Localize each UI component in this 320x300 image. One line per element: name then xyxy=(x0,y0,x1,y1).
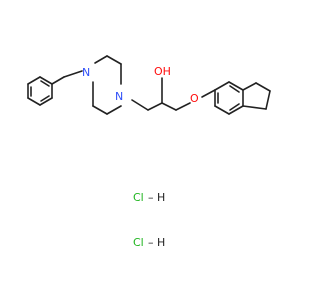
bond xyxy=(255,82,271,92)
benzyl-ring xyxy=(27,76,53,106)
bond xyxy=(175,102,191,111)
bond xyxy=(242,82,257,91)
chlorine-label: Cl xyxy=(133,191,144,204)
nitrogen-atom-label: N xyxy=(82,66,90,79)
piperazine-ring xyxy=(92,55,122,115)
hydroxyl-label: OH xyxy=(154,65,171,78)
bond xyxy=(27,76,41,85)
bond xyxy=(265,90,271,110)
bond xyxy=(214,105,230,115)
bond xyxy=(63,70,83,78)
double-bond xyxy=(40,95,50,102)
oxygen-atom-label: O xyxy=(190,92,199,105)
bond-dash: – xyxy=(148,236,154,249)
bond xyxy=(92,105,108,115)
bond xyxy=(51,76,65,85)
propanol-chain xyxy=(131,77,191,111)
bond xyxy=(228,105,244,115)
indane-cyclopentane-ring xyxy=(242,82,271,110)
hydrogen-label: H xyxy=(157,191,165,204)
double-bond xyxy=(229,85,240,93)
hydrogen-label: H xyxy=(157,236,165,249)
bond xyxy=(228,81,244,91)
bond xyxy=(131,99,149,111)
bond xyxy=(201,89,216,98)
bond xyxy=(27,97,41,106)
nitrogen-atom-label: N xyxy=(115,90,123,103)
double-bond xyxy=(40,80,50,87)
molecule-drawing: N N OH O Cl – H Cl – H xyxy=(27,55,271,249)
bond xyxy=(94,55,108,64)
bond xyxy=(106,105,122,115)
structure-canvas: N N OH O Cl – H Cl – H xyxy=(27,55,271,249)
bond xyxy=(39,97,53,106)
hydrochloride-salt-2: Cl – H xyxy=(133,236,165,249)
chlorine-label: Cl xyxy=(133,236,144,249)
bond xyxy=(214,81,230,91)
bond xyxy=(161,102,177,111)
bond xyxy=(147,102,163,111)
bond-dash: – xyxy=(148,191,154,204)
hydrochloride-salt-1: Cl – H xyxy=(133,191,165,204)
indane-aromatic-ring xyxy=(214,81,244,115)
bond xyxy=(242,105,267,110)
bond xyxy=(39,76,53,85)
bond xyxy=(106,55,122,65)
double-bond xyxy=(229,103,240,111)
